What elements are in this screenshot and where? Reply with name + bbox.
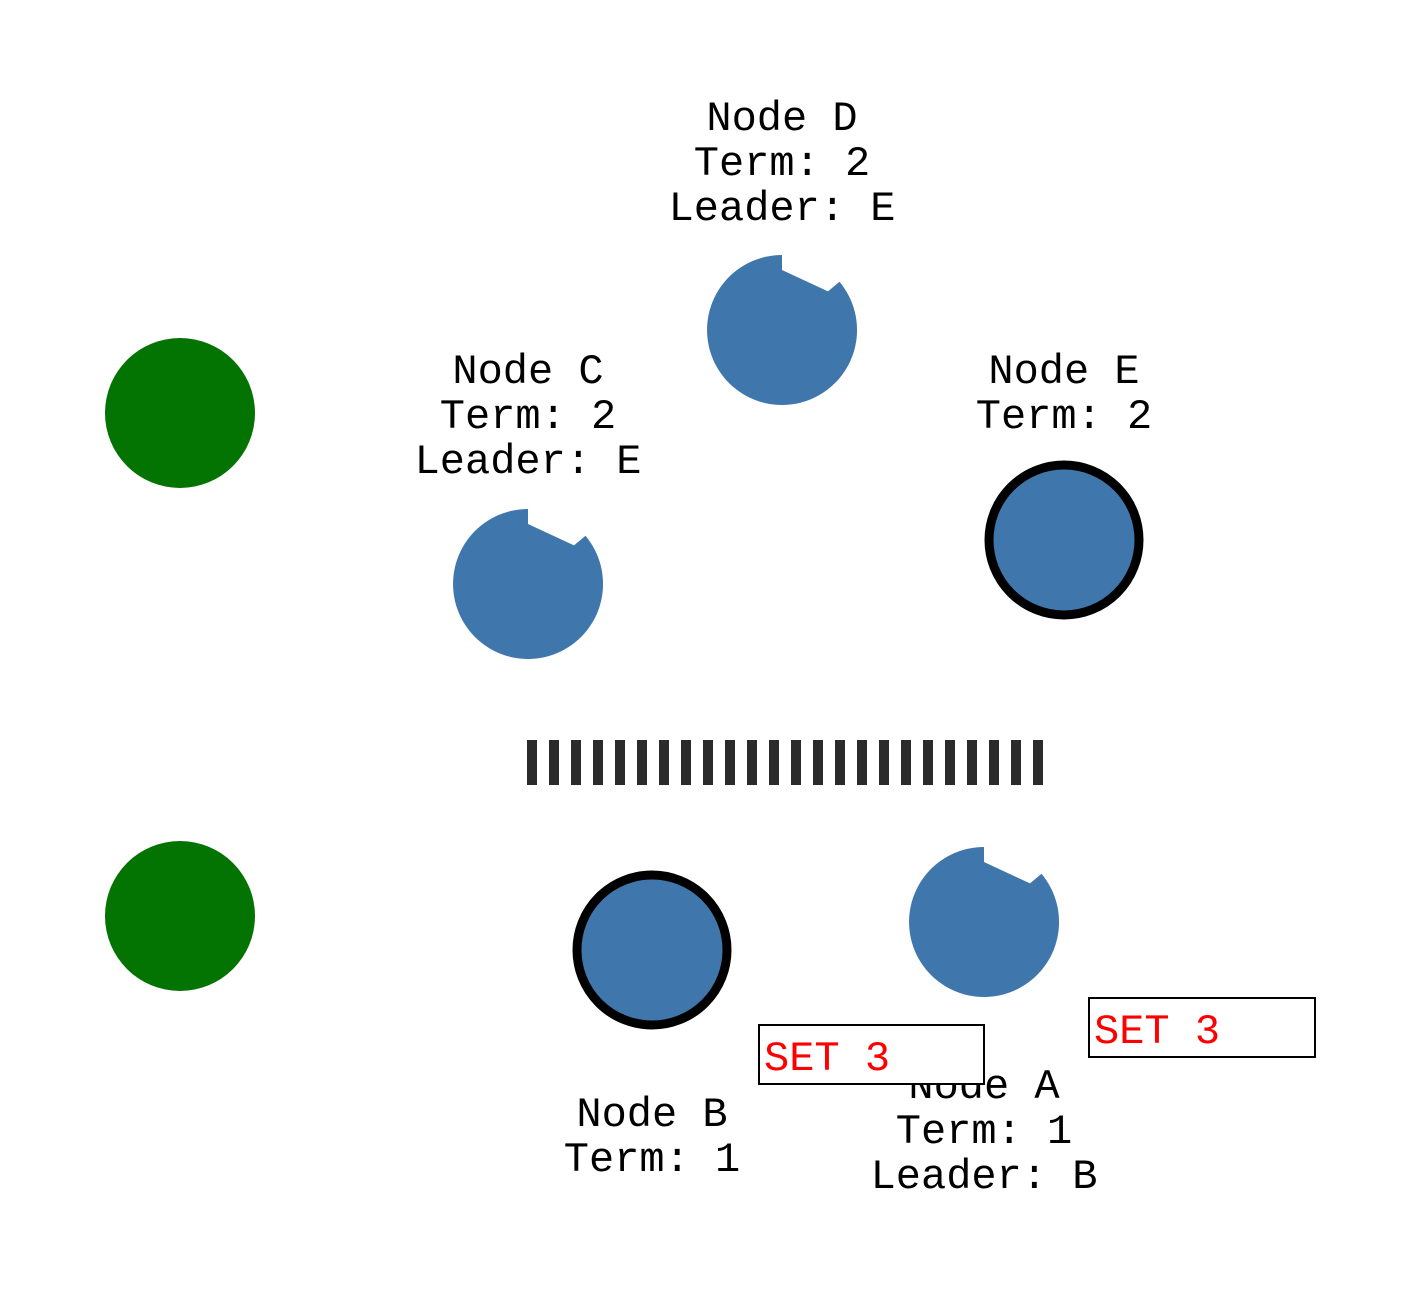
network-partition [527,740,1043,785]
partition-segment [747,740,757,785]
node-c-term: Term: 2 [440,393,616,441]
command-message-1: SET 3 [758,1024,985,1085]
client-circle-bottom [105,841,255,991]
node-d-circle [707,255,858,406]
node-d: Node D Term: 2 Leader: E [669,95,896,406]
partition-segment [659,740,669,785]
partition-segment [725,740,735,785]
partition-segment [901,740,911,785]
partition-segment [593,740,603,785]
partition-segment [1033,740,1043,785]
node-d-name: Node D [706,95,857,143]
node-e: Node E Term: 2 [976,348,1152,620]
node-c: Node C Term: 2 Leader: E [415,348,642,659]
node-a-circle [909,847,1060,997]
node-b-term: Term: 1 [564,1136,740,1184]
node-a-term: Term: 1 [896,1108,1072,1156]
partition-segment [945,740,955,785]
node-c-circle [453,509,604,659]
partition-segment [549,740,559,785]
command-box-2 [1088,997,1316,1058]
partition-segment [989,740,999,785]
partition-segment [967,740,977,785]
command-message-2: SET 3 [1088,997,1316,1058]
client-circle-top [105,338,255,488]
node-a: Node A Term: 1 Leader: B [871,847,1098,1201]
partition-segment [681,740,691,785]
node-b: Node B Term: 1 [564,870,740,1184]
command-box-1 [758,1024,985,1085]
command-label-1: SET 3 [764,1035,890,1083]
partition-segment [813,740,823,785]
node-a-leader: Leader: B [871,1153,1098,1201]
command-label-2: SET 3 [1094,1008,1220,1056]
partition-segment [703,740,713,785]
partition-segment [857,740,867,785]
partition-segment [527,740,537,785]
node-c-name: Node C [452,348,603,396]
partition-segment [879,740,889,785]
node-e-name: Node E [988,348,1139,396]
node-d-leader: Leader: E [669,185,896,233]
partition-segment [769,740,779,785]
node-e-circle [984,460,1144,620]
partition-segment [615,740,625,785]
node-b-name: Node B [576,1091,727,1139]
partition-segment [791,740,801,785]
partition-segment [1011,740,1021,785]
partition-segment [835,740,845,785]
partition-segment [571,740,581,785]
node-d-term: Term: 2 [694,140,870,188]
partition-segment [923,740,933,785]
partition-segment [637,740,647,785]
node-b-circle [572,870,732,1030]
node-c-leader: Leader: E [415,438,642,486]
node-e-term: Term: 2 [976,393,1152,441]
